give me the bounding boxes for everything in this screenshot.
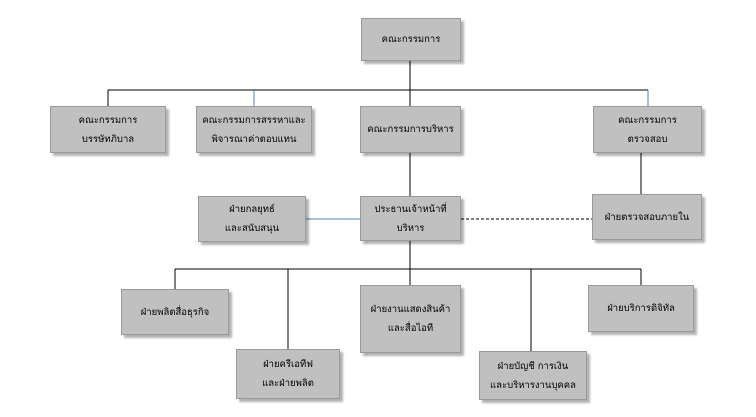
finance-hr-node: ฝ่ายบัญชี การเงิน และบริหารงานบุคคล [479,351,587,400]
internal-audit-node: ฝ่ายตรวจสอบภายใน [592,194,702,240]
audit-label-line2: ตรวจสอบ [627,133,668,145]
strategy-label-line1: ฝ่ายกลยุทธ์ [229,204,275,215]
creative-label-line1: ฝ่ายครีเอทีฟ [263,359,313,370]
digital-service-node: ฝ่ายบริการดิจิทัล [588,285,694,332]
governance-label-line1: คณะกรรมการ [78,114,138,126]
nomination-label-line1: คณะกรรมการสรรหาและ [202,114,306,126]
audit-label-line1: คณะกรรมการ [618,114,677,126]
board-label: คณะกรรมการ [381,34,441,45]
strategy-label-line2: และสนับสนุน [224,223,280,234]
sales-label-line2: และสื่อไอที [387,323,434,334]
finance-label-line1: ฝ่ายบัญชี การเงิน [497,360,569,372]
governance-label-line2: บรรษัทภิบาล [81,133,135,145]
nomination-label-line2: พิจารณาค่าตอบแทน [211,133,297,145]
audit-committee-node: คณะกรรมการ ตรวจสอบ [593,106,702,153]
internal-audit-label: ฝ่ายตรวจสอบภายใน [604,211,690,223]
ceo-label-line1: ประธานเจ้าหน้าที่ [374,203,447,215]
executive-label: คณะกรรมการบริหาร [367,124,454,135]
governance-committee-node: คณะกรรมการ บรรษัทภิบาล [50,106,166,153]
exhibition-it-media-node: ฝ่ายงานแสดงสินค้า และสื่อไอที [360,285,461,353]
strategy-support-node: ฝ่ายกลยุทธ์ และสนับสนุน [198,196,306,242]
ceo-label-line2: บริหาร [396,222,425,234]
finance-label-line2: และบริหารงานบุคคล [490,379,576,391]
board-node: คณะกรรมการ [361,18,461,61]
sales-label-line1: ฝ่ายงานแสดงสินค้า [370,304,451,315]
creative-production-node: ฝ่ายครีเอทีฟ และฝ่ายพลิต [236,349,340,399]
executive-committee-node: คณะกรรมการบริหาร [360,106,461,153]
business-media-label: ฝ่ายพลิตสื่อธุรกิจ [140,306,210,318]
creative-label-line2: และฝ่ายพลิต [262,378,314,389]
business-media-node: ฝ่ายพลิตสื่อธุรกิจ [121,289,229,335]
ceo-node: ประธานเจ้าหน้าที่ บริหาร [360,196,461,241]
nomination-committee-node: คณะกรรมการสรรหาและ พิจารณาค่าตอบแทน [196,106,312,153]
digital-label: ฝ่ายบริการดิจิทัล [607,303,675,314]
